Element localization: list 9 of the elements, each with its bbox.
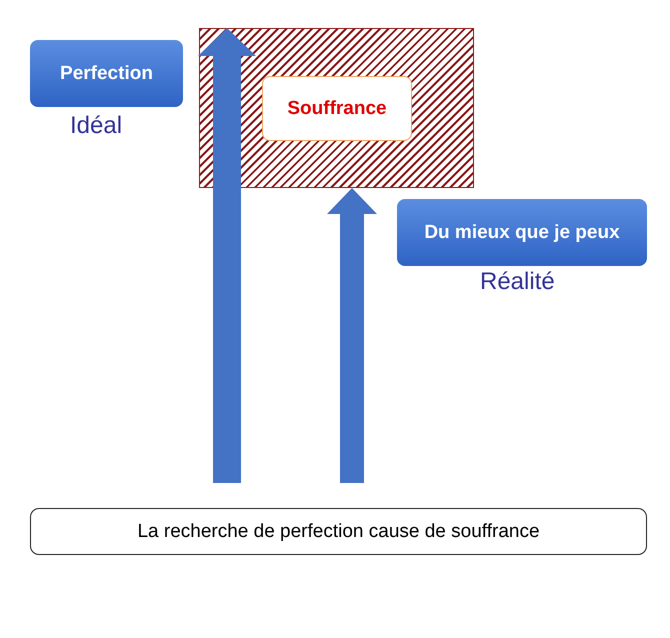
hatched-area bbox=[199, 28, 474, 188]
process-box: Perfection bbox=[30, 40, 183, 107]
process-box: Du mieux que je peux bbox=[397, 199, 647, 266]
arrow bbox=[198, 28, 256, 483]
node-caption: Idéal bbox=[70, 112, 122, 140]
process-box: Souffrance bbox=[262, 76, 412, 141]
caption-box: La recherche de perfection cause de souffrance bbox=[30, 508, 647, 555]
node-caption: Réalité bbox=[480, 268, 555, 296]
arrow bbox=[327, 188, 377, 483]
